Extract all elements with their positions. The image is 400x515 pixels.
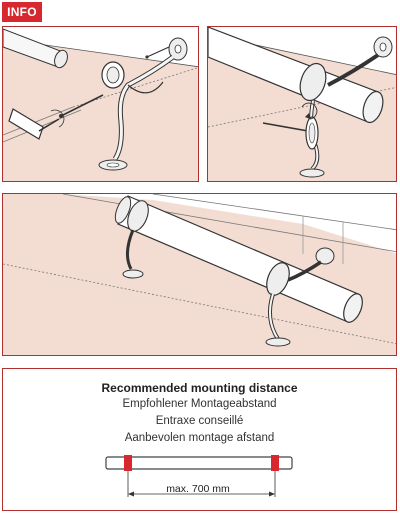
- bracket-icon: [98, 37, 188, 171]
- caption-french: Entraxe conseillé: [155, 415, 244, 427]
- step-3-drawing: [3, 194, 396, 347]
- info-badge: INFO: [2, 2, 42, 22]
- dimension-label: max. 700 mm: [166, 483, 230, 495]
- rotation-arrow-icon: [301, 102, 318, 120]
- illustration-step-2: [207, 26, 397, 182]
- step-1-drawing: [3, 27, 198, 171]
- mounting-distance-diagram: [105, 455, 293, 497]
- rail-tube-icon: [3, 28, 68, 69]
- bracket-icon: [299, 36, 393, 178]
- dimension-arrow-icon: [128, 491, 275, 497]
- bracket-icon: [265, 247, 335, 347]
- caption-dutch: Aanbevolen montage afstand: [124, 432, 275, 444]
- bracket-marker-right: [271, 455, 279, 471]
- step-2-drawing: [208, 27, 396, 178]
- bracket-icon: [122, 200, 149, 279]
- allen-key-icon: [262, 116, 319, 150]
- rail-tube-icon: [114, 195, 363, 323]
- bracket-marker-left: [124, 455, 132, 471]
- screw-icon: [59, 46, 170, 118]
- mounting-distance-box: Recommended mounting distance Empfohlene…: [2, 368, 397, 511]
- rail-tube-icon: [105, 456, 293, 470]
- illustration-step-1: [2, 26, 199, 182]
- caption-title: Recommended mounting distance: [101, 381, 298, 395]
- allen-key-icon: [8, 108, 65, 140]
- caption-german: Empfohlener Montageabstand: [122, 398, 277, 410]
- illustration-step-3: [2, 193, 397, 356]
